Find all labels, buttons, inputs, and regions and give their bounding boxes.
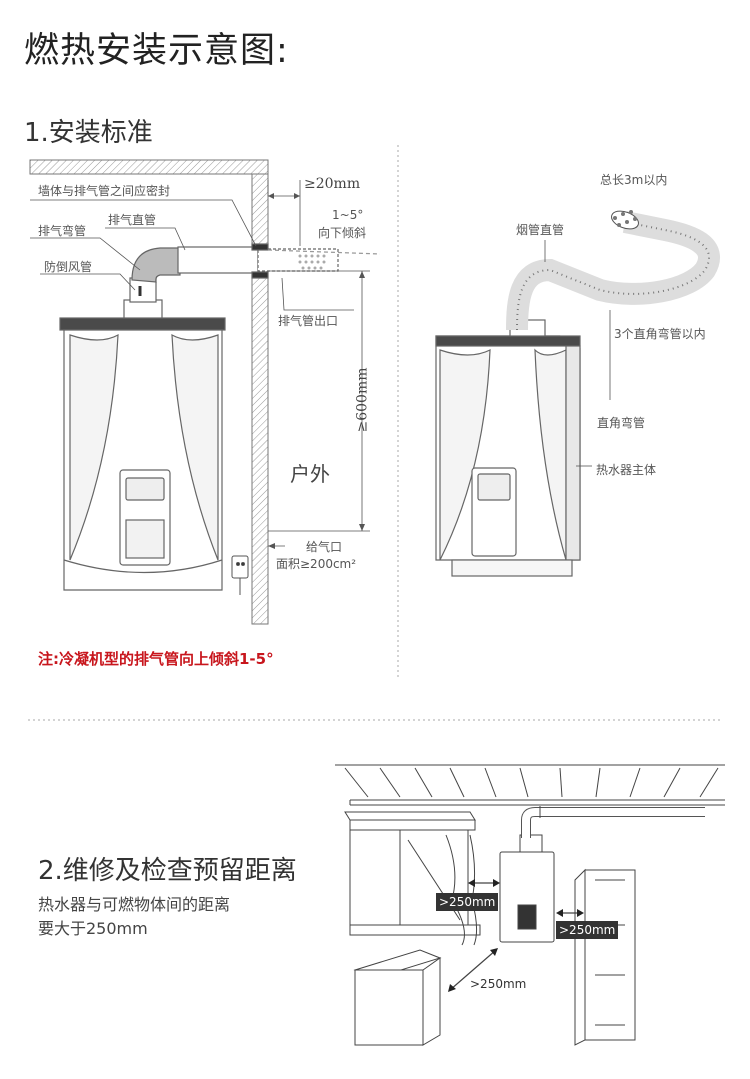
label-heater-body: 热水器主体 bbox=[596, 463, 657, 477]
page-title: 燃热安装示意图: bbox=[24, 31, 289, 71]
label-flue-straight: 烟管直管 bbox=[516, 223, 565, 237]
clearance-arrowheads bbox=[448, 879, 584, 992]
distance-front: >250mm bbox=[470, 977, 527, 991]
section2-heading: 2.维修及检查预留距离 bbox=[38, 856, 297, 886]
label-anti-backdraft: 防倒风管 bbox=[44, 260, 93, 274]
label-slope-bottom: 向下倾斜 bbox=[318, 226, 367, 240]
left-heater bbox=[59, 277, 226, 591]
condensing-note: 注:冷凝机型的排气管向上倾斜1-5° bbox=[38, 650, 274, 668]
label-inlet-area: 面积≥200cm² bbox=[276, 557, 357, 571]
label-total-length: 总长3m以内 bbox=[600, 173, 668, 187]
label-air-inlet: 给气口 bbox=[306, 540, 343, 554]
clearance-diagram bbox=[335, 764, 725, 1046]
right-heater bbox=[435, 319, 581, 577]
label-straight-pipe: 排气直管 bbox=[108, 213, 157, 227]
label-exhaust-outlet: 排气管出口 bbox=[278, 314, 339, 328]
leader-lines-right bbox=[544, 240, 611, 467]
distance-tag-left: >250mm bbox=[436, 893, 499, 911]
label-gap: ≥20mm bbox=[304, 176, 361, 192]
label-right-angle: 直角弯管 bbox=[597, 416, 646, 430]
exhaust-pipe bbox=[131, 243, 381, 283]
label-elbow-count: 3个直角弯管以内 bbox=[614, 327, 706, 341]
wall-ceiling bbox=[29, 159, 269, 625]
label-slope-top: 1~5° bbox=[332, 208, 364, 222]
arrowheads-left bbox=[268, 193, 365, 549]
label-elbow: 排气弯管 bbox=[38, 224, 87, 238]
section2-desc-line2: 要大于250mm bbox=[38, 919, 148, 938]
power-plug bbox=[231, 555, 249, 595]
section1-heading: 1.安装标准 bbox=[24, 118, 153, 148]
label-outdoor: 户外 bbox=[290, 462, 330, 486]
distance-tag-right: >250mm bbox=[556, 921, 619, 939]
section2-desc-line1: 热水器与可燃物体间的距离 bbox=[38, 895, 231, 914]
flue-pipe bbox=[506, 210, 720, 331]
label-wall-seal: 墙体与排气管之间应密封 bbox=[38, 184, 171, 198]
label-height: ≥600mm bbox=[354, 367, 371, 433]
leader-lines-left bbox=[30, 180, 370, 547]
